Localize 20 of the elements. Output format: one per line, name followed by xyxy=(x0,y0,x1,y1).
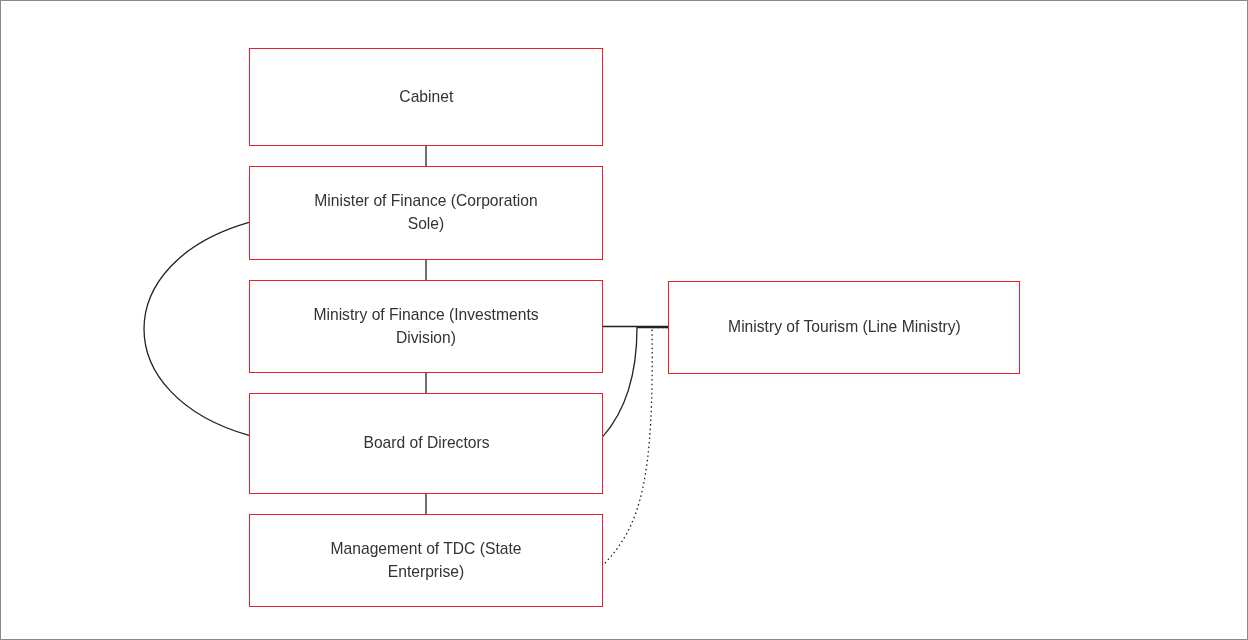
connector-line xyxy=(425,493,427,515)
box-label: Ministry of Finance (Investments Division) xyxy=(312,303,540,349)
connector-line xyxy=(602,326,669,438)
box-label: Ministry of Tourism (Line Ministry) xyxy=(726,316,962,339)
box-label: Board of Directors xyxy=(362,432,490,455)
org-box xyxy=(249,514,603,607)
connector-line xyxy=(602,325,669,328)
box-label: Management of TDC (State Enterprise) xyxy=(329,537,523,583)
box-label: Minister of Finance (Corporation Sole) xyxy=(313,190,539,235)
org-box xyxy=(668,281,1020,374)
org-box xyxy=(249,48,603,146)
connector-line xyxy=(143,221,250,437)
org-box xyxy=(249,280,603,373)
connector-line xyxy=(425,372,427,394)
connector-line xyxy=(425,259,427,281)
connector-line xyxy=(425,145,427,167)
org-box xyxy=(249,166,603,260)
connector-line xyxy=(602,326,669,566)
box-label: Cabinet xyxy=(398,85,455,108)
org-box xyxy=(249,393,603,494)
